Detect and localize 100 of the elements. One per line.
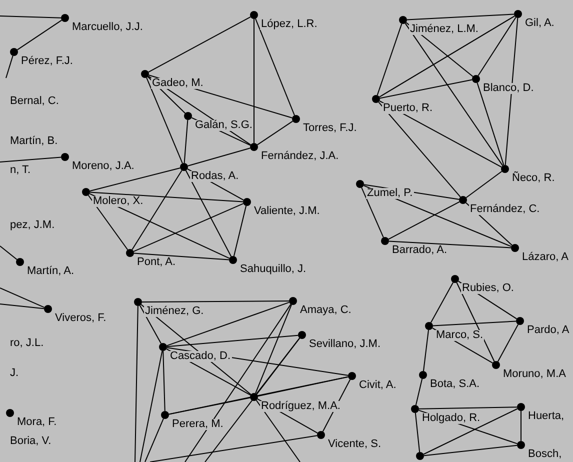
author-name: Bernal, C. [9, 96, 60, 107]
author-name: Sahuquillo, J. [239, 264, 308, 275]
connector-line [148, 16, 251, 73]
connector-line [376, 23, 402, 96]
author-name: Rodríguez, M.A. [260, 401, 342, 412]
connector-line [89, 168, 181, 192]
connector-line [187, 148, 251, 166]
connector-line [497, 324, 519, 362]
author-name: Gil, A. [524, 18, 556, 29]
connector-line [133, 203, 244, 252]
author-name: Martín, B. [9, 136, 59, 147]
connector-line [520, 410, 522, 442]
author-name: Moreno, J.A. [71, 161, 136, 172]
author-name: Mora, F. [16, 417, 58, 428]
connector-line [418, 406, 518, 410]
author-name: Lázaro, A [521, 252, 570, 263]
author-name: Valiente, J.M. [253, 206, 321, 217]
connector-line [388, 240, 512, 248]
connector-line [90, 192, 244, 202]
connector-line [415, 378, 423, 406]
connector-line [0, 288, 45, 308]
author-name: ro, J.L. [9, 338, 45, 349]
connector-line [430, 282, 454, 323]
connector-line [478, 16, 516, 76]
connector-line [168, 397, 251, 415]
connector-line [432, 320, 516, 326]
connector-line [0, 16, 62, 18]
connector-line [255, 304, 292, 394]
author-name: Marcuello, J.J. [71, 22, 144, 33]
connector-line [140, 350, 163, 462]
author-name: Pardo, A [526, 325, 570, 336]
connector-line [0, 304, 45, 310]
author-name: Holgado, R. [421, 413, 482, 424]
connector-line [88, 194, 128, 250]
author-name: López, L.R. [260, 19, 318, 30]
author-name: J. [9, 368, 20, 379]
connector-line [379, 79, 473, 99]
author-name: Rodas, A. [190, 171, 240, 182]
author-name: Perera, M. [171, 419, 224, 430]
connector-line [184, 304, 292, 462]
author-name: Martín, A. [26, 266, 76, 277]
connector-line [139, 305, 162, 344]
connector-line [134, 306, 138, 462]
connector-line [414, 412, 420, 453]
author-name: pez, J.M. [9, 220, 56, 231]
author-name: Blanco, D. [482, 83, 535, 94]
connector-line [185, 170, 232, 257]
connector-line [361, 187, 384, 238]
connector-line [0, 246, 18, 260]
author-name: Jiménez, L.M. [409, 24, 480, 35]
author-name: Fernández, J.A. [260, 151, 340, 162]
connector-line [132, 170, 182, 250]
connector-line [233, 205, 247, 257]
connector-line [466, 170, 502, 198]
connector-line [142, 300, 290, 302]
author-name: Pont, A. [136, 257, 177, 268]
author-name: Moruno, M.A [502, 369, 567, 380]
author-name: Boria, V. [9, 436, 52, 447]
author-name: Fernández, C. [469, 204, 541, 215]
connector-line [256, 120, 294, 146]
author-name: Torres, F.J. [302, 123, 358, 134]
connector-line [422, 329, 430, 372]
author-name: Zumel, P. [366, 188, 414, 199]
connector-line [423, 444, 518, 456]
connector-line [406, 14, 514, 20]
author-name: Jiménez, G. [144, 306, 205, 317]
connector-line [16, 20, 62, 50]
connector-line [0, 156, 62, 162]
connector-line [423, 408, 518, 455]
author-name: Vicente, S. [327, 439, 382, 450]
author-name: Barrado, A. [391, 245, 448, 256]
connector-line [146, 77, 183, 164]
author-name: Civit, A. [358, 380, 398, 391]
connector-line [378, 102, 461, 198]
connector-line [6, 55, 14, 78]
author-name: Ñeco, R. [511, 173, 556, 184]
connector-line [476, 82, 504, 166]
connector-line [378, 16, 516, 98]
author-name: n, T. [9, 165, 32, 176]
author-name: Rubies, O. [461, 283, 515, 294]
connector-line [144, 418, 164, 462]
connector-line [255, 18, 295, 116]
connector-line [388, 201, 460, 240]
connector-line [456, 282, 495, 362]
connector-line [150, 435, 318, 462]
author-name: Bosch, [527, 449, 563, 460]
author-name: Marco, S. [435, 330, 484, 341]
author-name: Viveros, F. [54, 313, 108, 324]
connector-line [166, 334, 299, 348]
author-name: Huerta, [527, 411, 566, 422]
author-name: Gadeo, M. [151, 78, 204, 89]
connector-line [162, 350, 166, 412]
author-name: Molero, X. [92, 196, 144, 207]
connector-line [504, 17, 518, 166]
connector-line [404, 22, 504, 166]
author-name: Cascado, D. [169, 351, 232, 362]
author-name: Sevillano, J.M. [308, 339, 382, 350]
connector-line [166, 302, 290, 346]
connector-line [184, 120, 188, 164]
author-name: Puerto, R. [382, 103, 434, 114]
